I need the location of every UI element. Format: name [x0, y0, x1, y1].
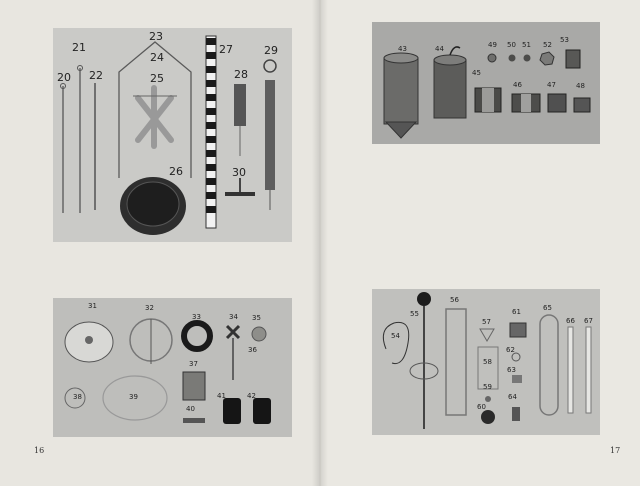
book-gutter: [312, 0, 328, 486]
photo-br-image: [372, 289, 600, 435]
label-65: 65: [543, 304, 552, 312]
label-31: 31: [88, 302, 97, 310]
label-52: 52: [543, 41, 552, 49]
label-40: 40: [186, 405, 195, 413]
photo-apparatus-54-67: 55 56 54 57 58 59 60 61 62 63 64 65 66 6…: [372, 289, 600, 435]
photo-weights-43-53: 43 44 49 50 51 52 53 45 46 47 48: [372, 22, 600, 144]
label-35: 35: [252, 314, 261, 322]
photo-apparatus-20-30: 20 21 22 23 24 25 26 27 28 29 30: [53, 28, 292, 242]
label-44: 44: [435, 45, 444, 53]
label-64: 64: [508, 393, 517, 401]
label-20: 20: [57, 71, 71, 84]
label-51: 51: [522, 41, 531, 49]
label-30: 30: [232, 166, 246, 179]
label-50: 50: [507, 41, 516, 49]
label-59: 59: [483, 383, 492, 391]
page-number-right: 17: [610, 446, 621, 455]
photo-apparatus-31-42: 31 32 33 34 35 36 37 38 39 40 41 42: [53, 298, 292, 437]
label-49: 49: [488, 41, 497, 49]
label-53: 53: [560, 36, 569, 44]
label-25: 25: [150, 72, 164, 85]
label-29: 29: [264, 44, 278, 57]
label-28: 28: [234, 68, 248, 81]
label-45: 45: [472, 69, 481, 77]
label-42: 42: [247, 392, 256, 400]
label-63: 63: [507, 366, 516, 374]
label-48: 48: [576, 82, 585, 90]
label-62: 62: [506, 346, 515, 354]
label-54: 54: [391, 332, 400, 340]
label-61: 61: [512, 308, 521, 316]
photo-tr-image: [372, 22, 600, 144]
label-55: 55: [410, 310, 419, 318]
label-32: 32: [145, 304, 154, 312]
label-67: 67: [584, 317, 593, 325]
page-number-left: 16: [34, 446, 45, 455]
label-37: 37: [189, 360, 198, 368]
label-27: 27: [219, 43, 233, 56]
label-26: 26: [169, 165, 183, 178]
label-43: 43: [398, 45, 407, 53]
label-38: 38: [73, 393, 82, 401]
label-36: 36: [248, 346, 257, 354]
label-56: 56: [450, 296, 459, 304]
label-41: 41: [217, 392, 226, 400]
label-23: 23: [149, 30, 163, 43]
label-47: 47: [547, 81, 556, 89]
photo-bl-image: [53, 298, 292, 437]
label-34: 34: [229, 313, 238, 321]
label-66: 66: [566, 317, 575, 325]
label-24: 24: [150, 51, 164, 64]
label-21: 21: [72, 41, 86, 54]
photo-tl-image: [53, 28, 292, 242]
label-39: 39: [129, 393, 138, 401]
label-33: 33: [192, 313, 201, 321]
label-22: 22: [89, 69, 103, 82]
label-46: 46: [513, 81, 522, 89]
label-60: 60: [477, 403, 486, 411]
label-57: 57: [482, 318, 491, 326]
label-58: 58: [483, 358, 492, 366]
